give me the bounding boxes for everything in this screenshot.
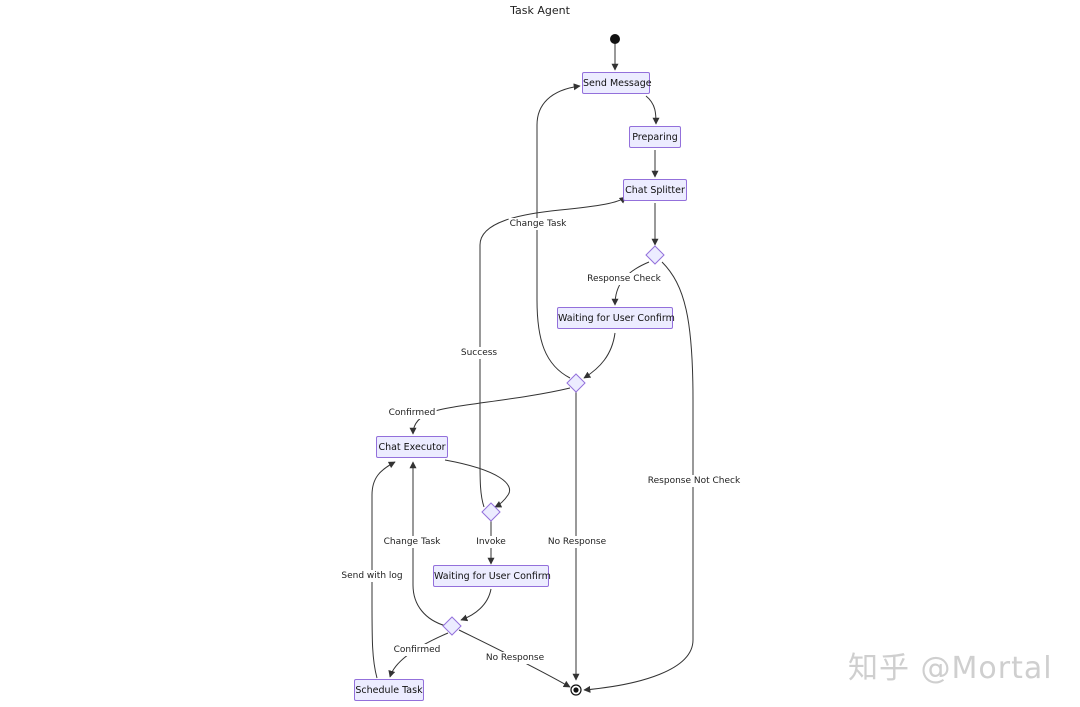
edge-executor-choice3 bbox=[444, 459, 510, 508]
edge-label-no-response-1: No Response bbox=[546, 536, 608, 548]
edge-choice3-splitter bbox=[479, 196, 627, 508]
edge-waiting2-choice4 bbox=[460, 588, 492, 622]
edge-choice2-executor bbox=[409, 387, 571, 435]
edge-choice2-send bbox=[536, 83, 581, 379]
edge-label-confirmed-1: Confirmed bbox=[387, 407, 437, 419]
state-chat-executor: Chat Executor bbox=[376, 436, 448, 458]
edge-label-send-with-log: Send with log bbox=[340, 570, 404, 582]
edge-label-no-response-2: No Response bbox=[484, 652, 546, 664]
edge-label-change-task-2: Change Task bbox=[382, 536, 442, 548]
choice-diamond-3 bbox=[481, 502, 501, 522]
choice-diamond-2 bbox=[566, 373, 586, 393]
edge-label-response-check: Response Check bbox=[586, 273, 662, 285]
edge-choice1-end bbox=[583, 261, 694, 693]
edge-label-success: Success bbox=[459, 347, 499, 359]
watermark: 知乎 @Mortal bbox=[848, 651, 1053, 686]
state-preparing: Preparing bbox=[629, 126, 681, 148]
edge-waiting1-choice2 bbox=[583, 332, 616, 379]
diagram-title: Task Agent bbox=[510, 4, 570, 17]
start-state bbox=[610, 34, 620, 44]
state-schedule-task: Schedule Task bbox=[354, 679, 424, 701]
choice-diamond-1 bbox=[645, 245, 665, 265]
edge-send-preparing bbox=[645, 95, 660, 125]
state-send-message: Send Message bbox=[582, 72, 652, 94]
choice-diamond-4 bbox=[442, 616, 462, 636]
state-waiting-user-confirm-2: Waiting for User Confirm bbox=[433, 565, 551, 587]
edge-label-invoke: Invoke bbox=[475, 536, 507, 548]
edge-label-response-not-check: Response Not Check bbox=[646, 475, 742, 487]
edge-schedule-executor bbox=[371, 461, 396, 679]
end-state bbox=[570, 684, 582, 696]
edge-label-change-task-1: Change Task bbox=[508, 218, 568, 230]
edge-choice4-executor bbox=[409, 461, 447, 627]
state-chat-splitter: Chat Splitter bbox=[623, 179, 687, 201]
edge-label-confirmed-2: Confirmed bbox=[392, 644, 442, 656]
state-waiting-user-confirm-1: Waiting for User Confirm bbox=[557, 307, 675, 329]
